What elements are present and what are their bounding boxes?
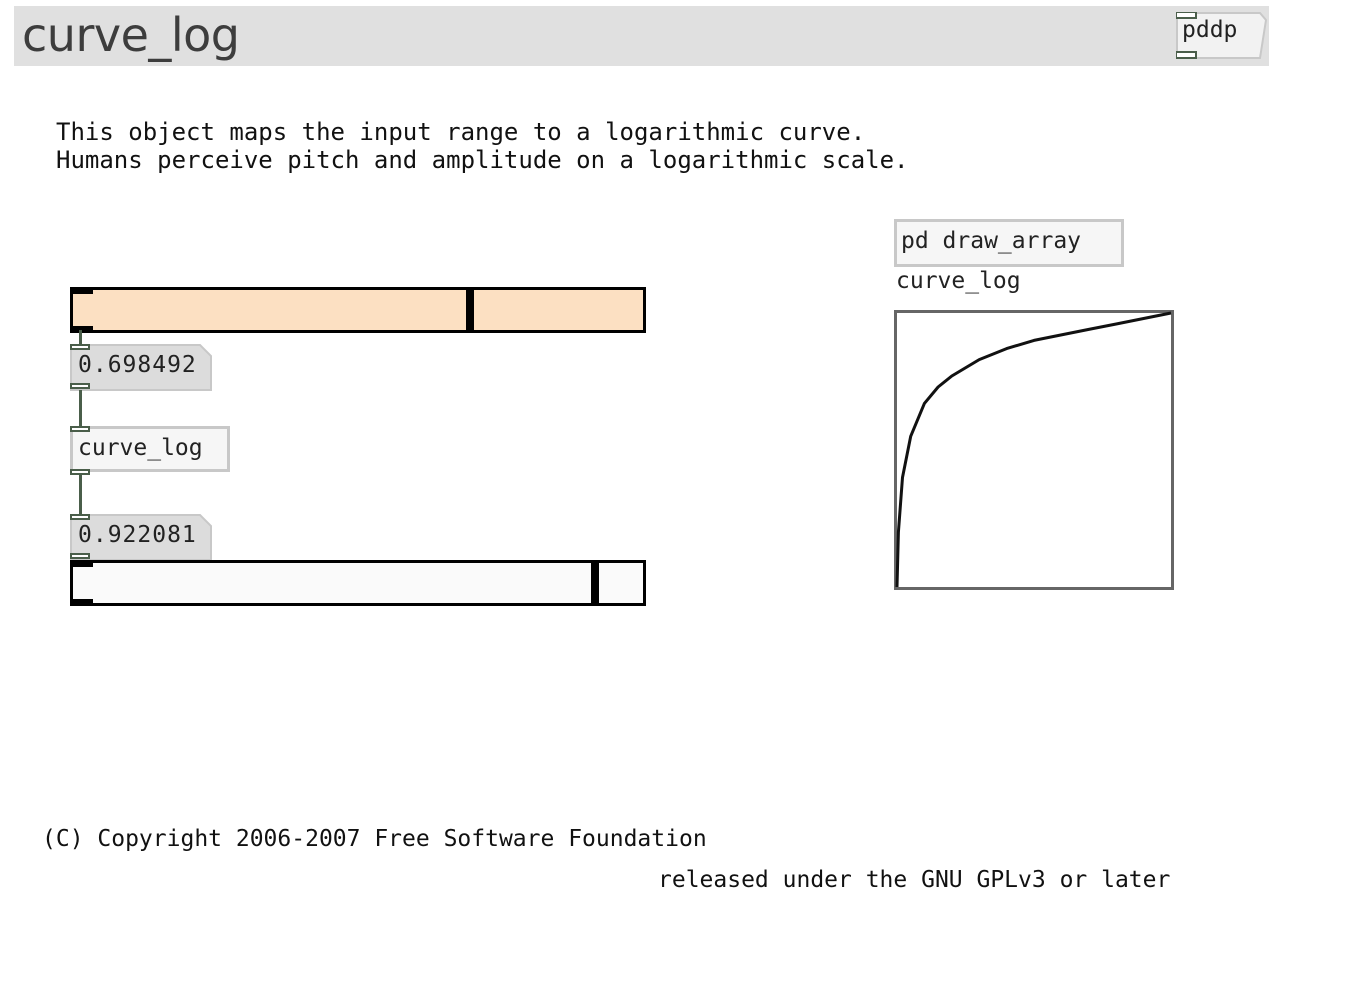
output-slider[interactable] <box>70 560 646 606</box>
draw-array-subpatch[interactable]: pd draw_array <box>894 219 1124 267</box>
array-graph[interactable] <box>894 310 1174 590</box>
number-outlet[interactable] <box>70 553 90 559</box>
copyright-text: (C) Copyright 2006-2007 Free Software Fo… <box>42 826 707 852</box>
input-number-value: 0.698492 <box>78 352 197 378</box>
slider-outlet-marker <box>73 290 93 294</box>
object-label: curve_log <box>78 435 203 461</box>
license-text: released under the GNU GPLv3 or later <box>658 867 1171 893</box>
output-slider-knob[interactable] <box>591 563 599 603</box>
output-number-box[interactable]: 0.922081 <box>70 514 212 561</box>
graph-frame <box>894 310 1174 590</box>
number-inlet[interactable] <box>70 344 90 350</box>
output-number-value: 0.922081 <box>78 522 197 548</box>
array-graph-svg <box>894 310 1174 590</box>
pddp-box-shape <box>1176 12 1268 59</box>
slider-inlet-marker <box>73 326 93 330</box>
slider-outlet-marker <box>73 599 93 603</box>
number-inlet[interactable] <box>70 514 90 520</box>
number-box-shape <box>70 344 212 391</box>
array-name-label: curve_log <box>896 268 1021 294</box>
object-inlet[interactable] <box>70 426 90 432</box>
slider-inlet-marker <box>73 563 93 567</box>
page-title: curve_log <box>22 8 240 62</box>
curve-log-line <box>895 311 1172 588</box>
curve-log-object[interactable]: curve_log <box>70 426 230 475</box>
pddp-object[interactable] <box>1176 12 1268 59</box>
title-bar <box>14 6 1269 66</box>
number-outlet[interactable] <box>70 383 90 389</box>
patch-cord <box>79 330 82 346</box>
patch-cord <box>79 474 82 516</box>
patch-cord <box>79 390 82 428</box>
description-line-1: This object maps the input range to a lo… <box>56 118 866 146</box>
input-slider-knob[interactable] <box>466 290 474 330</box>
description-line-2: Humans perceive pitch and amplitude on a… <box>56 146 909 174</box>
subpatch-label: pd draw_array <box>901 228 1082 254</box>
pddp-label: pddp <box>1182 17 1238 43</box>
input-slider[interactable] <box>70 287 646 333</box>
input-number-box[interactable]: 0.698492 <box>70 344 212 391</box>
number-box-shape <box>70 514 212 561</box>
